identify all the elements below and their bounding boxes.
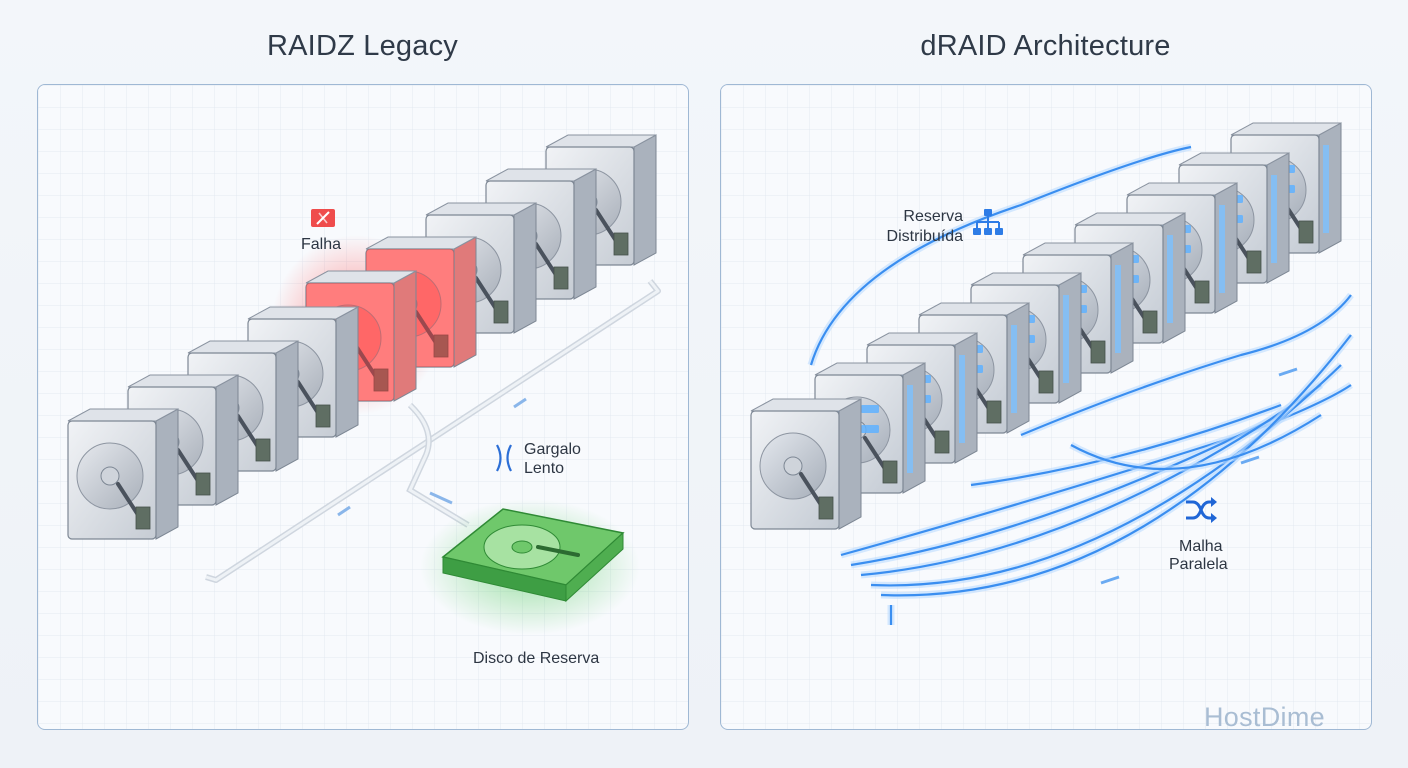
warning-icon [310, 207, 336, 229]
raidz-panel: Falha Gargalo Lento Disco de Reserva [37, 84, 689, 730]
disk [67, 408, 179, 540]
distributed-label-line1: Reserva [903, 208, 963, 225]
mesh-label-line2: Paralela [1169, 556, 1228, 573]
shuffle-icon [1183, 495, 1219, 525]
draid-title: dRAID Architecture [920, 30, 1171, 62]
raidz-diagram [38, 85, 688, 729]
mesh-label-line1: Malha [1179, 538, 1223, 555]
raidz-title: RAIDZ Legacy [267, 30, 458, 62]
parallel-mesh [807, 143, 1354, 625]
failure-label: Falha [301, 236, 342, 253]
network-tree-icon [971, 207, 1005, 241]
rebuild-cable [205, 279, 661, 583]
spare-disk [420, 499, 640, 635]
bottleneck-label-line1: Gargalo [524, 441, 581, 458]
distributed-disk [750, 398, 862, 530]
draid-panel: Reserva Distribuída Malha Paralela [720, 84, 1372, 730]
raidz-disk-row [67, 134, 657, 540]
distributed-label-line2: Distribuída [886, 228, 963, 245]
hostdime-logo: HostDime [1204, 702, 1325, 732]
spare-label: Disco de Reserva [473, 650, 600, 667]
bottleneck-icon [494, 443, 514, 473]
bottleneck-label-line2: Lento [524, 460, 565, 477]
draid-disk-row [750, 122, 1342, 530]
draid-diagram [721, 85, 1371, 729]
